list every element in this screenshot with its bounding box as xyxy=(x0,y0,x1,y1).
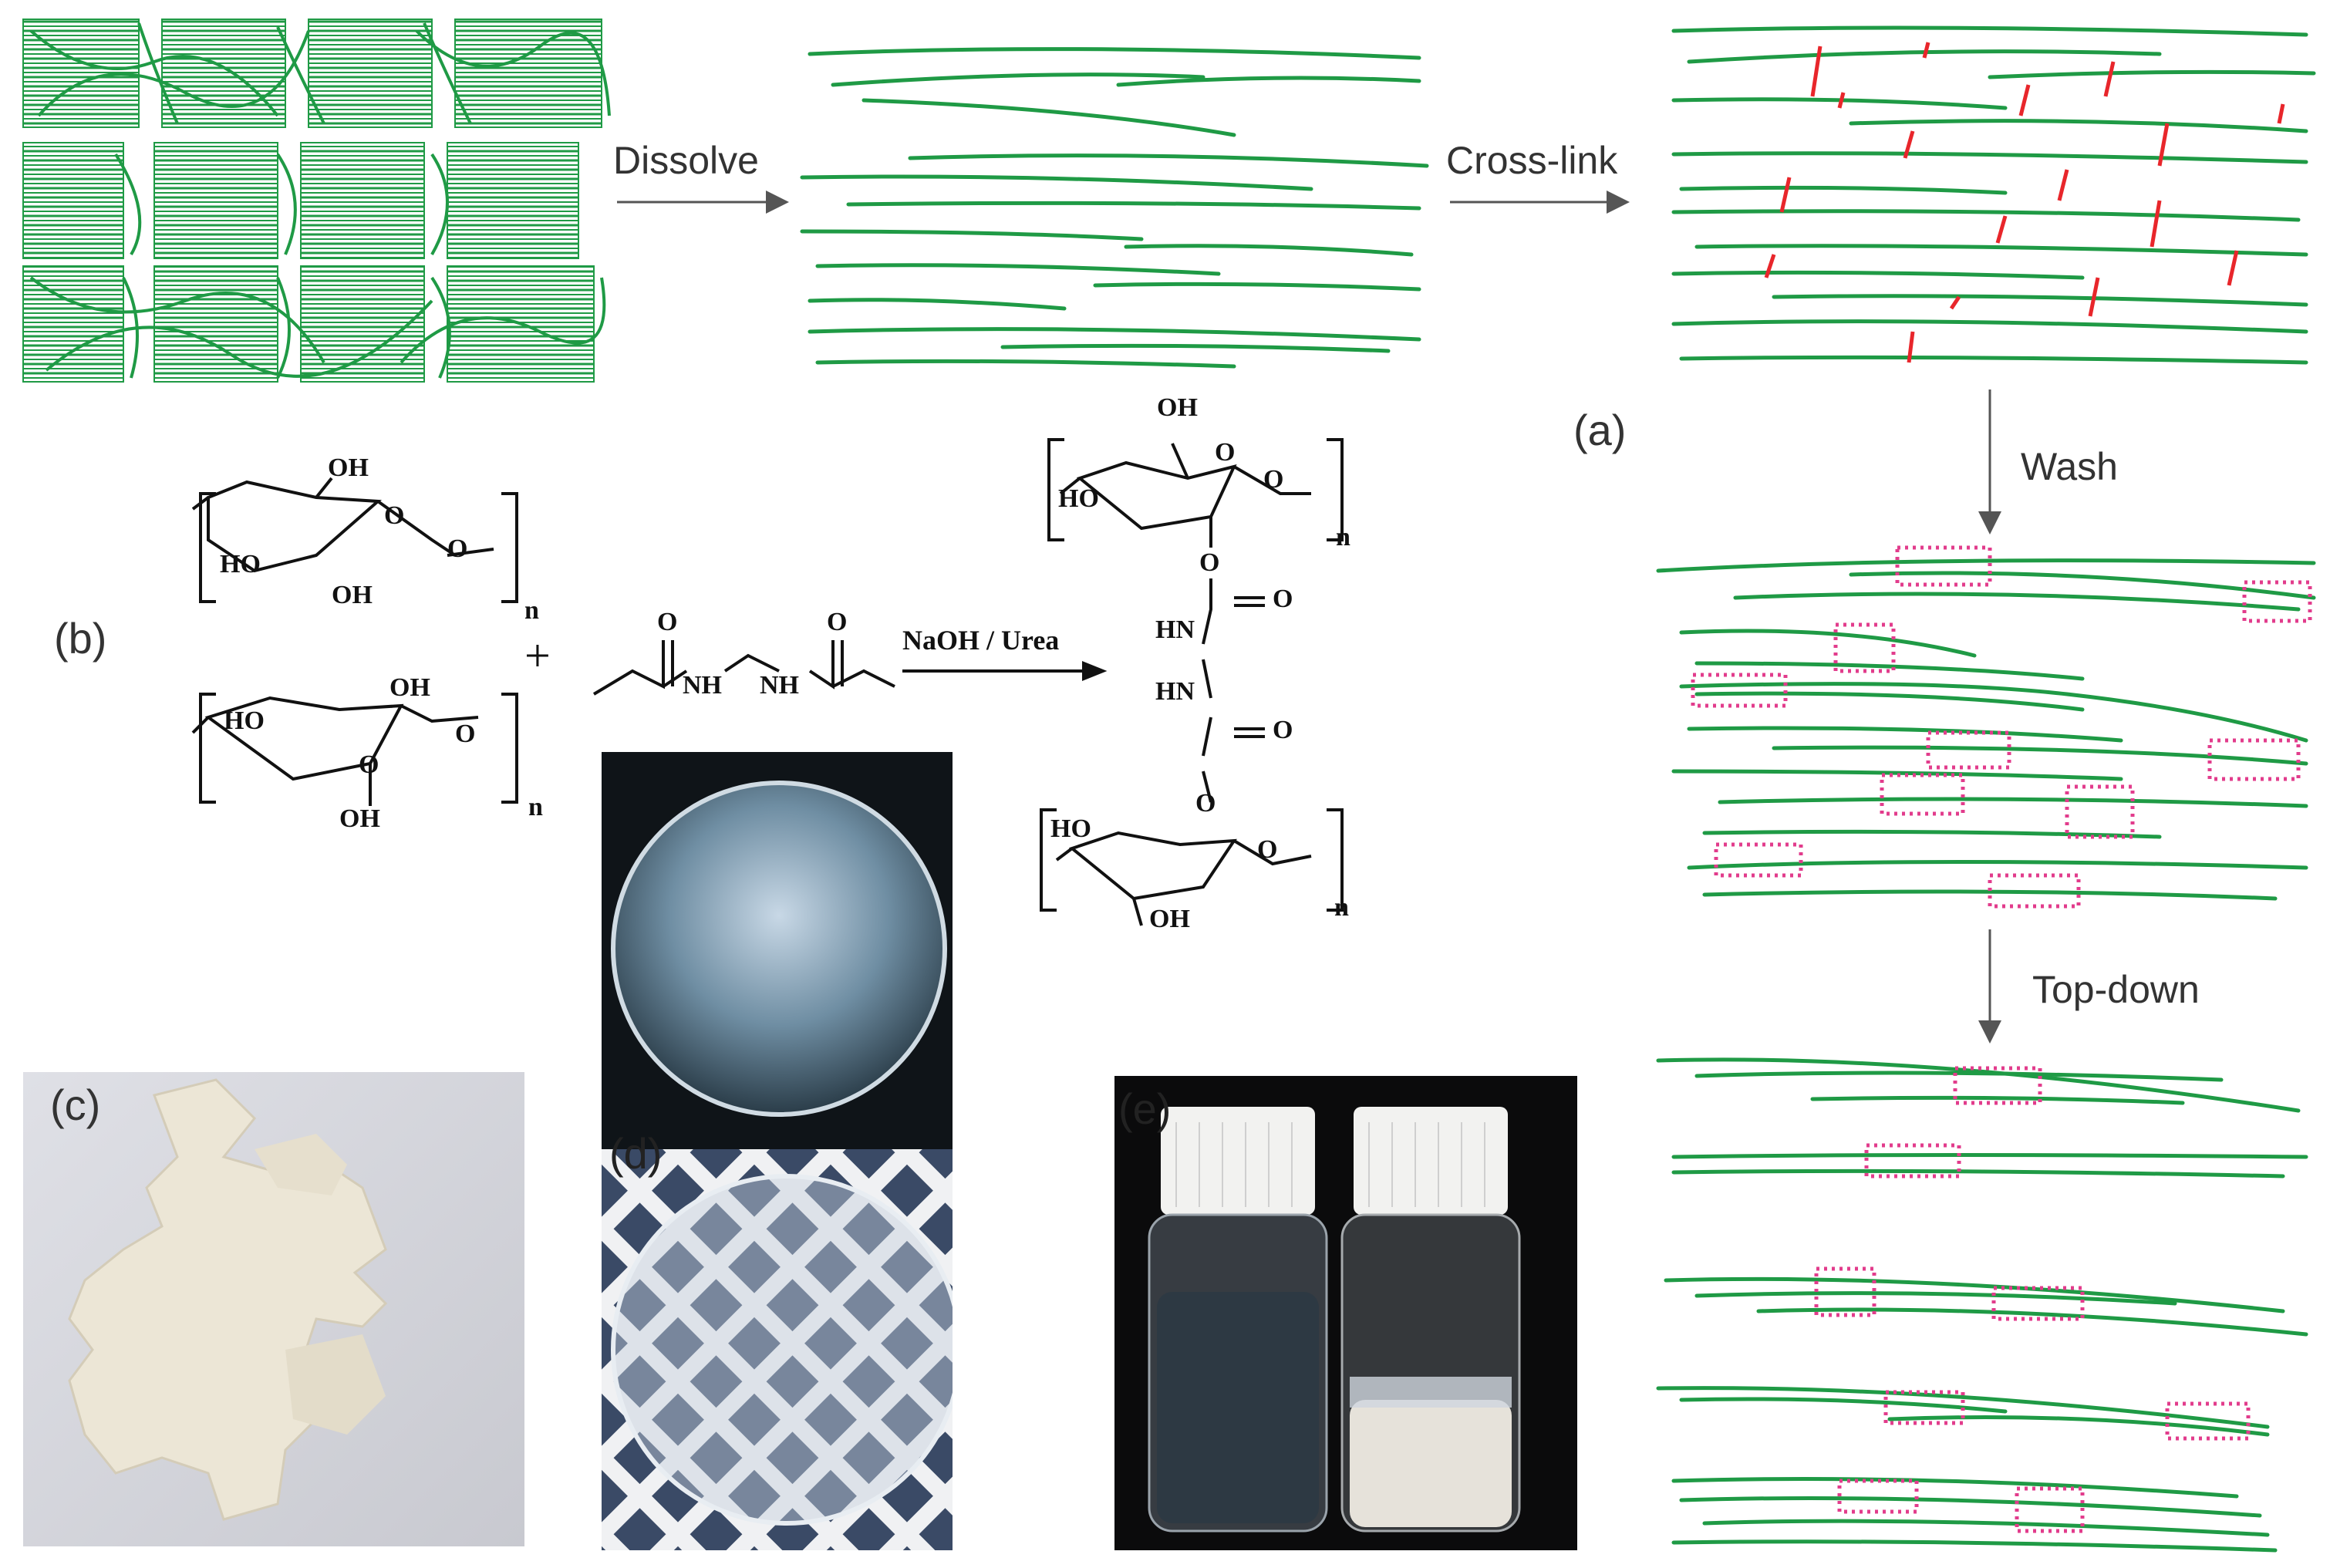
crosslink-label: Cross-link xyxy=(1446,139,1618,182)
chem-o-5: O xyxy=(657,608,678,636)
chem-oh-3: OH xyxy=(389,673,430,702)
hydrogel-over-grid xyxy=(602,1149,953,1550)
chem-o-9: O xyxy=(1199,548,1220,577)
chem-o-6: O xyxy=(827,608,848,636)
chem-oh-2: OH xyxy=(332,581,373,609)
chem-plus: + xyxy=(524,630,551,681)
cellulose-bundles xyxy=(22,19,611,383)
chem-n-4: n xyxy=(1334,893,1349,922)
chem-o-10: O xyxy=(1273,585,1293,613)
chem-o-3: O xyxy=(455,720,476,748)
panel-d-label: (d) xyxy=(609,1129,663,1178)
chem-n-2: n xyxy=(528,793,543,821)
chem-o-8: O xyxy=(1263,465,1284,494)
chem-oh-4: OH xyxy=(339,804,380,833)
chem-ho-3: HO xyxy=(1058,484,1099,513)
chem-o-1: O xyxy=(384,501,405,530)
chem-oh-1: OH xyxy=(328,454,369,482)
chem-hn-2: HN xyxy=(1155,677,1195,706)
chem-o-11: O xyxy=(1273,716,1293,744)
chem-oh-6: OH xyxy=(1149,905,1190,933)
photo-d-hydrogel-grid xyxy=(602,1149,953,1550)
chem-oh-5: OH xyxy=(1157,393,1198,422)
vials xyxy=(1148,1107,1521,1533)
dissolve-label: Dissolve xyxy=(613,139,759,182)
panel-b-label: (b) xyxy=(54,614,107,663)
chem-o-12: O xyxy=(1195,789,1216,818)
reagent-label: NaOH / Urea xyxy=(902,625,1060,656)
panel-a-label: (a) xyxy=(1573,406,1627,454)
washed-chains xyxy=(1656,545,2316,909)
chem-hn-1: HN xyxy=(1155,615,1195,644)
chem-nh-1: NH xyxy=(683,671,722,700)
photo-c-cellulose xyxy=(23,1072,524,1546)
chem-o-4: O xyxy=(359,750,379,779)
panel-e-label: (e) xyxy=(1118,1084,1172,1133)
photo-d-hydrogel-dish xyxy=(602,752,953,1149)
chem-o-7: O xyxy=(1215,438,1236,467)
chem-ho-4: HO xyxy=(1050,814,1091,843)
chem-o-13: O xyxy=(1257,835,1278,864)
chem-n-3: n xyxy=(1336,523,1350,551)
cellulose-flakes xyxy=(68,1078,388,1521)
chem-nh-2: NH xyxy=(760,671,799,700)
hydrogel-dish xyxy=(611,781,947,1117)
wash-label: Wash xyxy=(2021,445,2118,488)
chem-n-1: n xyxy=(524,596,539,625)
topdown-fibers xyxy=(1656,1057,2308,1553)
photo-e-vials xyxy=(1114,1076,1577,1550)
crosslinked-chains xyxy=(1671,25,2316,365)
panel-c-label: (c) xyxy=(50,1081,101,1129)
chem-o-2: O xyxy=(447,534,468,563)
chem-ho-1: HO xyxy=(220,550,261,578)
chem-ho-2: HO xyxy=(224,706,265,735)
topdown-label: Top-down xyxy=(2032,968,2200,1011)
dissolved-chains xyxy=(800,47,1429,369)
